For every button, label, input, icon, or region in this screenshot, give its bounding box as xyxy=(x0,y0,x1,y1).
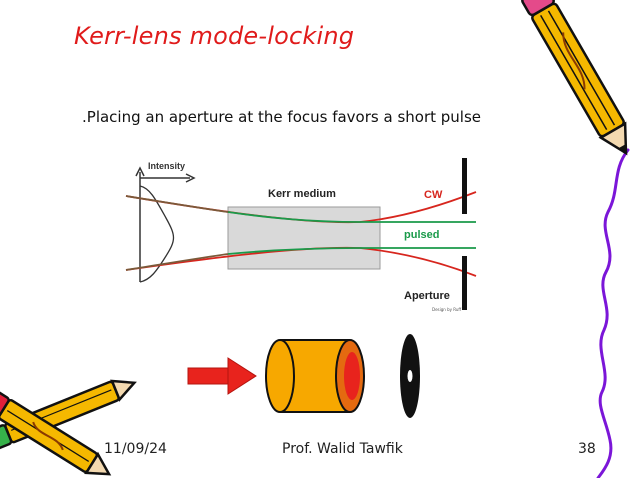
pulsed-beam-lower xyxy=(227,247,476,255)
kerr-medium-label: Kerr medium xyxy=(268,188,336,200)
footer-author: Prof. Walid Tawfik xyxy=(282,441,403,457)
right-arrow-icon xyxy=(187,357,257,395)
slide-subtitle: .Placing an aperture at the focus favors… xyxy=(82,108,481,126)
pulsed-beam-upper xyxy=(227,211,476,223)
footer-page-number: 38 xyxy=(578,441,596,457)
footer-date: 11/09/24 xyxy=(104,441,167,457)
intensity-label: Intensity xyxy=(148,161,185,171)
aperture-upper-blade xyxy=(462,158,467,214)
kerr-medium xyxy=(227,206,381,270)
cw-label: CW xyxy=(424,189,443,201)
pulsed-label: pulsed xyxy=(404,229,439,241)
gaussian-profile xyxy=(139,185,175,283)
design-credit: Design by Ruff xyxy=(432,307,461,312)
slide-title: Kerr-lens mode-locking xyxy=(74,22,355,50)
cylinder-icon xyxy=(265,339,365,413)
aperture-lower-blade xyxy=(462,256,467,310)
aperture-disk-icon xyxy=(400,334,420,418)
aperture-label: Aperture xyxy=(404,290,450,302)
